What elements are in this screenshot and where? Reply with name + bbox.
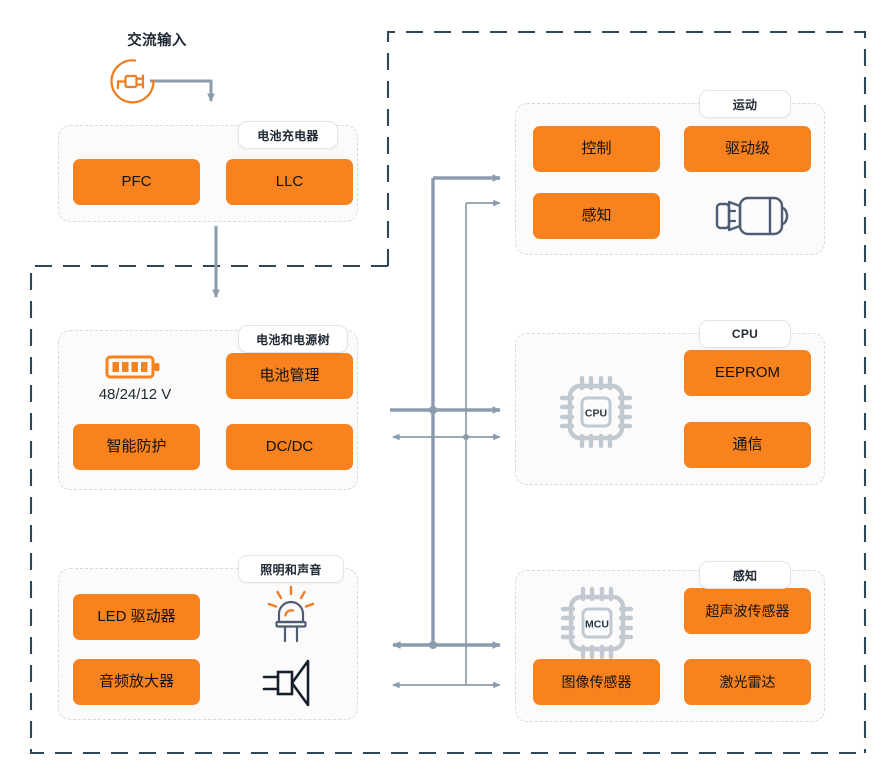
group-label-cpu: CPU <box>699 320 791 348</box>
group-label-lighting-and-sound: 照明和声音 <box>238 555 344 583</box>
mcu-chip-icon: MCU <box>556 582 638 664</box>
battery-voltage-label: 48/24/12 V <box>98 385 172 403</box>
ac-input-label: 交流输入 <box>127 32 187 49</box>
ac-plug-icon <box>104 55 160 107</box>
block-motion-sensing[interactable]: 感知 <box>533 193 660 239</box>
battery-icon <box>104 352 166 382</box>
block-audio-amplifier[interactable]: 音频放大器 <box>73 659 200 705</box>
group-label-motion: 运动 <box>699 90 791 118</box>
block-battery-management[interactable]: 电池管理 <box>226 353 353 399</box>
block-led-driver[interactable]: LED 驱动器 <box>73 594 200 640</box>
led-lamp-icon <box>262 585 320 645</box>
block-ultrasonic-sensor[interactable]: 超声波传感器 <box>684 588 811 634</box>
block-drive-stage[interactable]: 驱动级 <box>684 126 811 172</box>
block-pfc[interactable]: PFC <box>73 159 200 205</box>
block-smart-protection[interactable]: 智能防护 <box>73 424 200 470</box>
block-lidar[interactable]: 激光雷达 <box>684 659 811 705</box>
block-llc[interactable]: LLC <box>226 159 353 205</box>
group-label-battery-power-tree: 电池和电源树 <box>238 325 348 353</box>
block-communication[interactable]: 通信 <box>684 422 811 468</box>
group-label-battery-charger: 电池充电器 <box>238 121 338 149</box>
block-image-sensor[interactable]: 图像传感器 <box>533 659 660 705</box>
cpu-chip-icon-text: CPU <box>585 408 607 420</box>
speaker-icon <box>258 655 324 711</box>
block-control[interactable]: 控制 <box>533 126 660 172</box>
secondary-bus <box>392 199 501 689</box>
mcu-chip-icon-text: MCU <box>585 619 609 631</box>
primary-bus <box>390 174 502 649</box>
block-eeprom[interactable]: EEPROM <box>684 350 811 396</box>
cpu-chip-icon: CPU <box>555 371 637 453</box>
motor-icon <box>705 192 795 240</box>
group-label-perception: 感知 <box>699 561 791 589</box>
block-dcdc[interactable]: DC/DC <box>226 424 353 470</box>
